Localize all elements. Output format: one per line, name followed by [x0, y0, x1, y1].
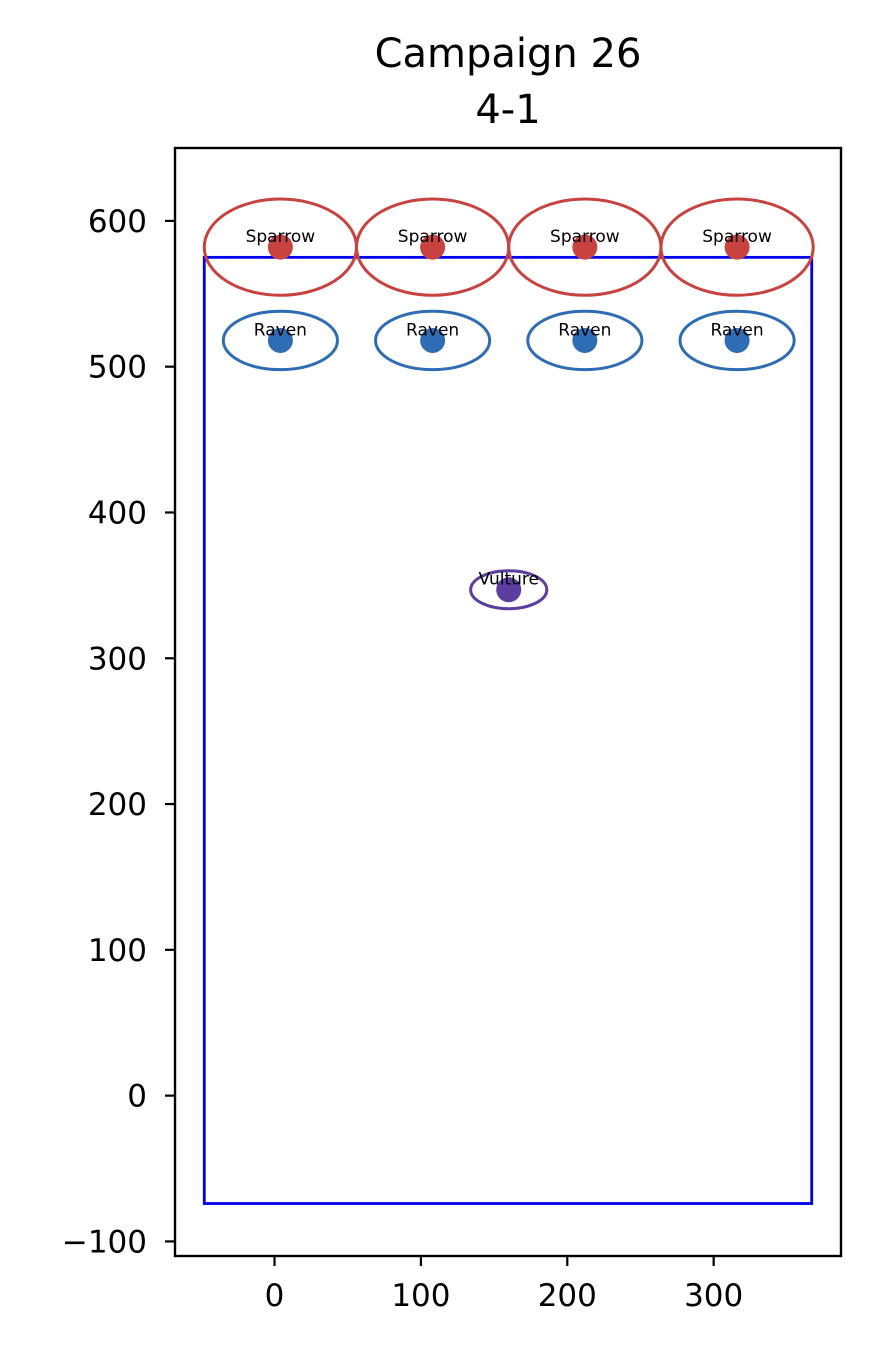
raven-range-ellipse [678, 309, 796, 372]
sparrow-label: Sparrow [550, 227, 620, 247]
y-tick-label: 300 [88, 641, 147, 677]
raven-marker [724, 327, 750, 353]
sparrow-label: Sparrow [702, 227, 772, 247]
raven-unit: Raven [526, 309, 644, 372]
y-tick-label: 200 [88, 787, 147, 823]
raven-label: Raven [558, 320, 611, 340]
raven-marker [572, 327, 598, 353]
x-tick-label: 300 [684, 1278, 743, 1314]
vulture-unit: Vulture [469, 569, 549, 611]
sparrow-range-ellipse [659, 197, 815, 297]
sparrow-unit: Sparrow [202, 197, 359, 297]
raven-marker [267, 327, 293, 353]
sparrow-marker [267, 234, 293, 260]
plot-area-frame [173, 146, 843, 1258]
x-tick-label: 200 [538, 1278, 597, 1314]
x-axis: 0 100 200 300 [265, 1256, 743, 1314]
boundary-rect [202, 255, 814, 1205]
y-tick-label: 0 [127, 1079, 147, 1115]
x-tick-label: 0 [265, 1278, 285, 1314]
vulture-range-ellipse [469, 569, 549, 611]
boundary-layer [202, 255, 814, 1205]
raven-marker [420, 327, 446, 353]
raven-unit: Raven [221, 309, 339, 372]
y-axis: −100 0 100 200 300 400 500 600 [62, 204, 175, 1260]
vulture-label: Vulture [478, 570, 539, 590]
sparrow-label: Sparrow [398, 227, 468, 247]
raven-range-ellipse [374, 309, 492, 372]
y-tick-label: 100 [88, 933, 147, 969]
sparrow-unit: Sparrow [507, 197, 663, 297]
y-tick-label: 400 [88, 495, 147, 531]
sparrow-marker [724, 234, 750, 260]
chart-title: Campaign 26 [375, 31, 642, 77]
sparrow-marker [572, 234, 598, 260]
chart-subtitle: 4-1 [475, 87, 540, 133]
sparrow-label: Sparrow [246, 227, 316, 247]
y-tick-label: 600 [88, 204, 147, 240]
sparrow-unit: Sparrow [659, 197, 815, 297]
sparrow-marker [420, 234, 446, 260]
y-tick-label: 500 [88, 350, 147, 386]
raven-unit: Raven [374, 309, 492, 372]
raven-range-ellipse [221, 309, 339, 372]
x-tick-label: 100 [391, 1278, 450, 1314]
raven-label: Raven [406, 320, 459, 340]
raven-label: Raven [710, 320, 763, 340]
y-tick-label: −100 [62, 1224, 147, 1260]
vulture-marker [496, 577, 522, 603]
sparrow-unit: Sparrow [355, 197, 511, 297]
raven-range-ellipse [526, 309, 644, 372]
raven-label: Raven [254, 320, 307, 340]
raven-unit: Raven [678, 309, 796, 372]
